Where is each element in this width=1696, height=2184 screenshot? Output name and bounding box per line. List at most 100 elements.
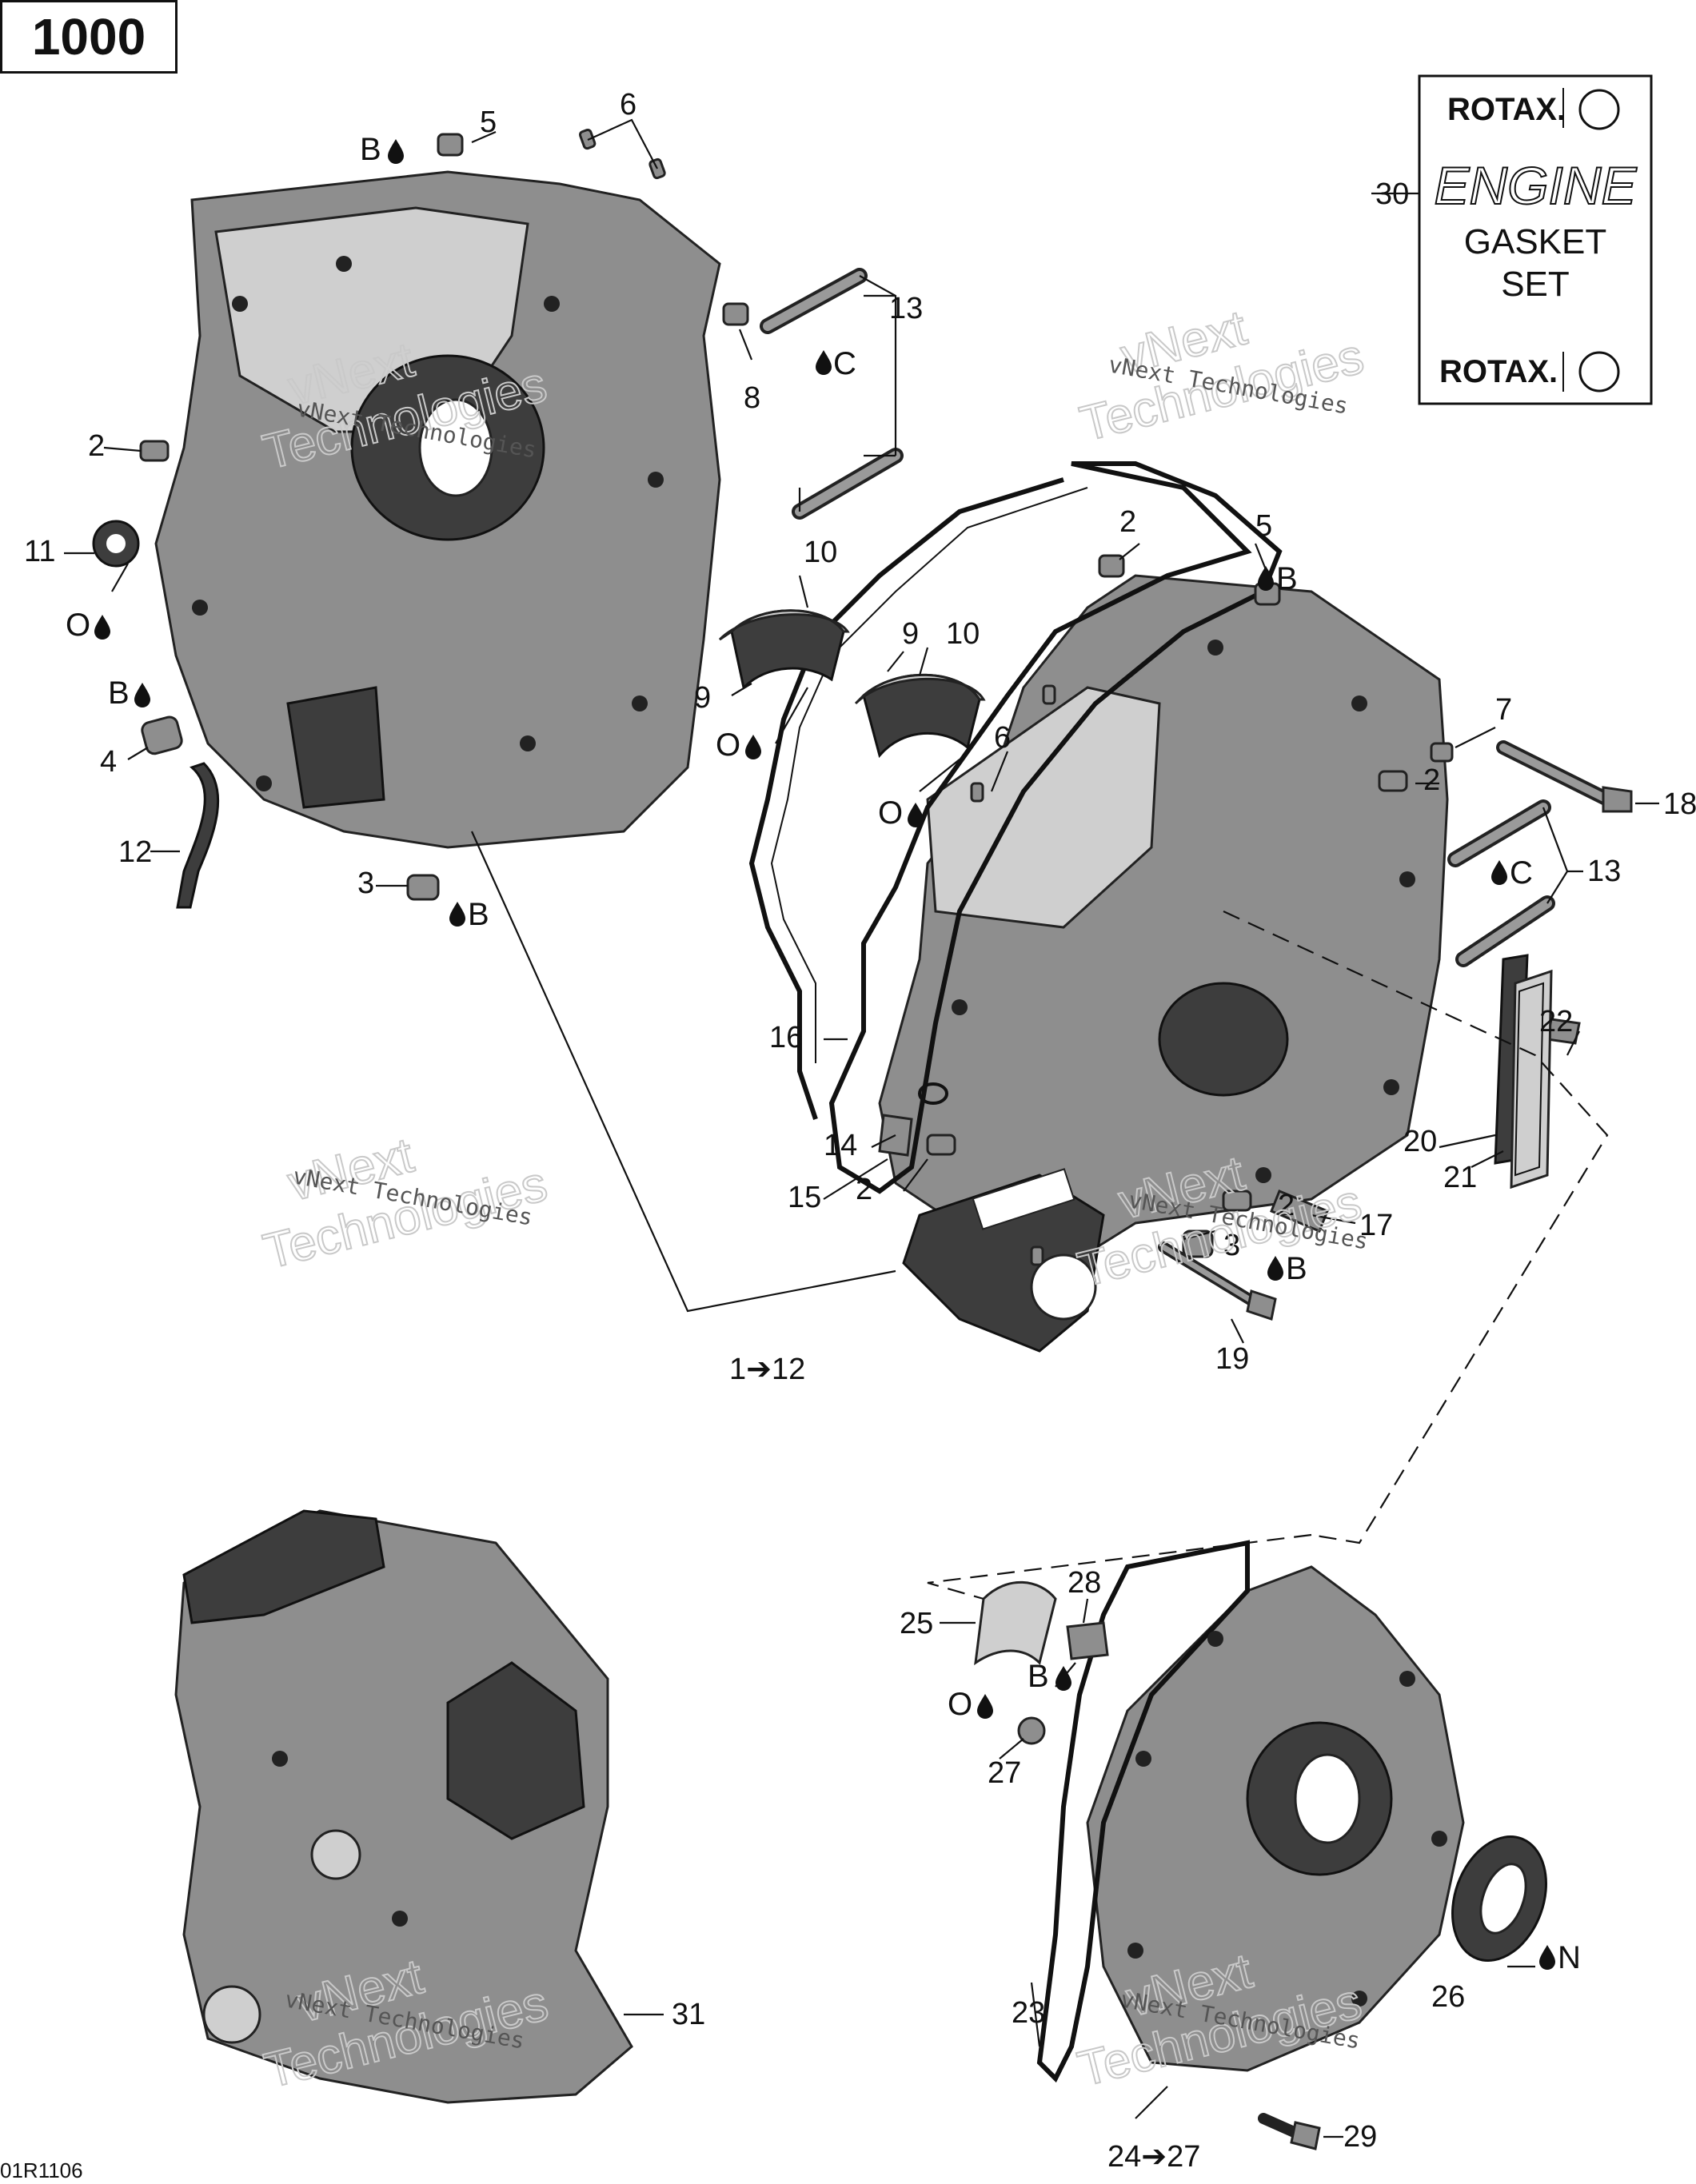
oil-drop-icon <box>816 350 832 375</box>
callout-17: 17 <box>1359 1209 1393 1242</box>
callout-29: 29 <box>1343 2120 1377 2154</box>
diagram-reference-code: 01R1106 <box>0 2158 83 2182</box>
callout-10: 10 <box>946 617 980 651</box>
callout-1-to-12: 1➔12 <box>729 1353 805 1386</box>
lube-b-callout-4: B <box>108 676 150 711</box>
svg-text:B: B <box>1286 1251 1307 1286</box>
lube-c-callout-13a: C <box>816 346 856 381</box>
callout-27: 27 <box>988 1756 1021 1790</box>
callout-26: 26 <box>1431 1980 1465 2014</box>
callout-12: 12 <box>118 835 152 869</box>
lube-o-bearing-9b: O <box>878 795 924 831</box>
svg-text:B: B <box>1276 561 1298 596</box>
callout-28: 28 <box>1067 1566 1101 1600</box>
svg-text:N: N <box>1558 1940 1581 1975</box>
callout-6: 6 <box>994 721 1011 755</box>
svg-text:O: O <box>716 727 740 763</box>
oil-drop-icon <box>94 615 110 640</box>
callout-2: 2 <box>1119 505 1136 539</box>
lube-o-callout-25: O <box>948 1687 993 1722</box>
lube-o-bearing-9a: O <box>716 727 761 763</box>
gasket-text: GASKET <box>1464 222 1607 261</box>
lube-b-callout-5a: B <box>360 132 404 167</box>
callout-13: 13 <box>1587 855 1621 888</box>
callout-19: 19 <box>1215 1342 1249 1376</box>
leader-lines <box>64 118 1659 2138</box>
callout-24-to-27: 24➔27 <box>1107 2140 1200 2174</box>
bearing-shell-25 <box>974 1580 1057 1666</box>
lube-b-callout-28: B <box>1028 1659 1071 1694</box>
oil-drop-icon <box>1491 860 1507 885</box>
oil-drop-icon <box>908 803 924 827</box>
callout-22: 22 <box>1539 1005 1573 1038</box>
callout-18: 18 <box>1663 787 1696 821</box>
oil-drop-icon <box>449 902 465 927</box>
callout-8: 8 <box>744 381 760 415</box>
svg-text:C: C <box>833 346 856 381</box>
set-text: SET <box>1501 265 1570 304</box>
callout-3: 3 <box>357 867 374 900</box>
svg-text:O: O <box>66 608 90 643</box>
svg-text:B: B <box>108 676 130 711</box>
callout-20: 20 <box>1403 1125 1437 1158</box>
model-number: 1000 <box>31 8 146 66</box>
callout-23: 23 <box>1012 1996 1045 2030</box>
callout-31: 31 <box>672 1998 705 2031</box>
callout-9: 9 <box>694 681 711 715</box>
lube-c-callout-13b: C <box>1491 855 1533 891</box>
magneto-cover <box>1036 1540 1465 2083</box>
callout-10: 10 <box>804 536 837 569</box>
callout-30: 30 <box>1375 177 1409 211</box>
right-crankcase-half <box>878 574 1449 1353</box>
rotax-logo-bottom: ROTAX. <box>1439 354 1558 389</box>
engine-text: ENGINE <box>1434 156 1637 215</box>
plug-28 <box>1066 1621 1109 1660</box>
callout-3: 3 <box>1223 1229 1240 1262</box>
oil-drop-icon <box>1539 1945 1555 1970</box>
callout-13: 13 <box>889 292 923 325</box>
svg-text:B: B <box>1028 1659 1049 1694</box>
svg-text:B: B <box>468 897 489 932</box>
callout-2: 2 <box>88 429 105 463</box>
callout-5: 5 <box>1255 509 1272 543</box>
cover-plate-and-gasket <box>1494 954 1553 1190</box>
lube-b-callout-3b: B <box>1267 1251 1307 1286</box>
left-crankcase-half <box>154 170 721 849</box>
callout-7: 7 <box>1495 693 1512 727</box>
crank-bearing-shell-left <box>718 609 850 691</box>
svg-text:B: B <box>360 132 381 167</box>
oil-drop-icon <box>388 139 404 164</box>
small-hardware <box>92 128 1454 1745</box>
callout-25: 25 <box>900 1607 933 1640</box>
complete-engine <box>174 1509 633 2104</box>
callout-4: 4 <box>100 745 117 779</box>
lubricant-symbols: B C O B B O O B <box>66 132 1581 1975</box>
crank-bearing-shell-right <box>854 673 986 759</box>
lube-n-callout-26: N <box>1539 1940 1581 1975</box>
callout-21: 21 <box>1443 1161 1477 1194</box>
callout-15: 15 <box>788 1181 821 1214</box>
oil-drop-icon <box>977 1694 993 1719</box>
svg-text:O: O <box>878 795 903 831</box>
lube-b-callout-3a: B <box>449 897 489 932</box>
oil-drop-icon <box>745 735 761 759</box>
callout-2: 2 <box>1423 763 1440 797</box>
callout-9: 9 <box>902 617 919 651</box>
callout-5: 5 <box>480 106 497 139</box>
rotax-gauge-icon <box>1578 89 1620 130</box>
engine-gasket-set-box: ROTAX. ENGINE GASKET SET ROTAX. <box>1418 74 1653 405</box>
model-number-box: 1000 <box>0 0 178 74</box>
oil-drop-icon <box>1267 1256 1283 1281</box>
oil-drop-icon <box>134 683 150 707</box>
callout-16: 16 <box>769 1021 803 1054</box>
studs-and-bolts <box>760 268 1633 2150</box>
lube-o-callout-11: O <box>66 608 110 643</box>
watermarks: vNext Technologies vNext Technologies vN… <box>257 299 1370 2099</box>
callout-14: 14 <box>824 1129 857 1162</box>
rotax-logo-top: ROTAX. <box>1447 92 1566 127</box>
callout-2: 2 <box>1278 1189 1295 1222</box>
rotax-gauge-icon <box>1578 351 1620 393</box>
oil-seal <box>1451 1835 1547 1962</box>
watermark-4: vNext Technologies <box>1071 1145 1367 1298</box>
